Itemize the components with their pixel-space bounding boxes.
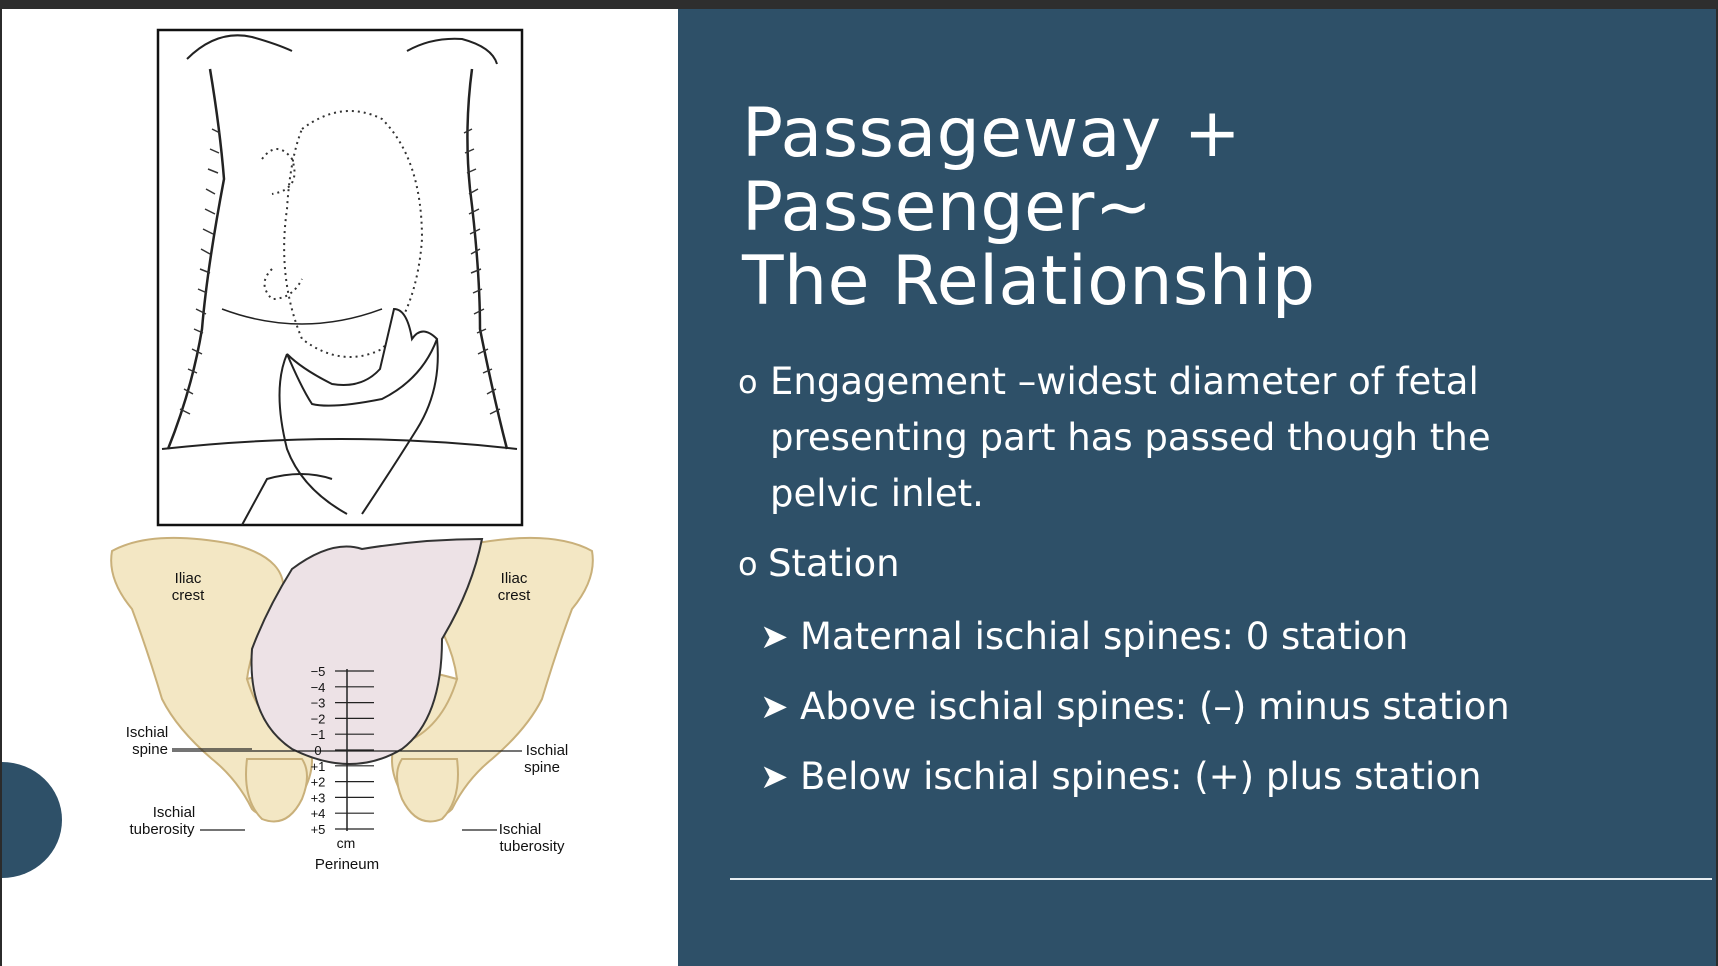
content-panel: Passageway + Passenger~ The Relationship… [678,9,1716,966]
station-label: −5 [311,664,326,679]
label-iliac-crest-right-2: crest [498,587,531,604]
label-iliac-crest-left-2: crest [172,587,205,604]
station-label: −3 [311,696,326,711]
bullet-engagement: o Engagement –widest diameter of fetal p… [738,354,1698,522]
station-label: +5 [311,822,326,837]
label-ischial-spine-right-2: spine [524,759,560,776]
station-label: −1 [311,727,326,742]
sub-bullet-above: ➤ Above ischial spines: (–) minus statio… [738,682,1698,732]
station-label: −4 [311,680,326,695]
abdominal-palpation-illustration [156,28,524,527]
station-ruler [335,670,374,830]
station-label: 0 [314,743,321,758]
label-ischial-tuberosity-left-2: tuberosity [129,821,195,838]
label-iliac-crest-left-1: Iliac [175,570,202,587]
title-line-2: The Relationship [742,242,1316,321]
slide-title: Passageway + Passenger~ The Relationship [742,97,1642,319]
window-top-bar [0,0,1718,9]
label-ischial-tuberosity-right-1: Ischial [499,821,542,838]
sub-bullet-below: ➤ Below ischial spines: (+) plus station [738,752,1698,802]
station-label: +1 [311,759,326,774]
label-perineum: Perineum [315,856,379,873]
label-cm: cm [337,835,356,851]
bullet-station: o Station [738,536,1698,592]
arrow-bullet-icon: ➤ [760,687,789,727]
station-label: +3 [311,790,326,805]
bullet-list: o Engagement –widest diameter of fetal p… [738,354,1698,802]
sub-bullet-text: Below ischial spines: (+) plus station [800,755,1482,798]
arrow-bullet-icon: ➤ [760,617,789,657]
sub-bullet-maternal: ➤ Maternal ischial spines: 0 station [738,612,1698,662]
divider-line [730,878,1712,880]
bullet-marker: o [738,363,758,401]
station-label: +4 [311,806,326,821]
fetal-head [250,537,484,765]
label-ischial-spine-left-1: Ischial [126,724,169,741]
station-label: −2 [311,711,326,726]
sub-bullet-text: Above ischial spines: (–) minus station [800,685,1510,728]
label-ischial-tuberosity-left-1: Ischial [153,804,196,821]
label-ischial-spine-left-2: spine [132,741,168,758]
sub-bullet-text: Maternal ischial spines: 0 station [800,615,1409,658]
station-label: +2 [311,775,326,790]
bullet-engagement-text: Engagement –widest diameter of fetal pre… [770,360,1491,515]
arrow-bullet-icon: ➤ [760,757,789,797]
label-ischial-tuberosity-right-2: tuberosity [499,838,565,855]
label-ischial-spine-right-1: Ischial [526,742,569,759]
bullet-marker: o [738,545,758,583]
label-iliac-crest-right-1: Iliac [501,570,528,587]
bullet-station-text: Station [768,542,900,585]
title-line-1: Passageway + Passenger~ [742,94,1242,247]
